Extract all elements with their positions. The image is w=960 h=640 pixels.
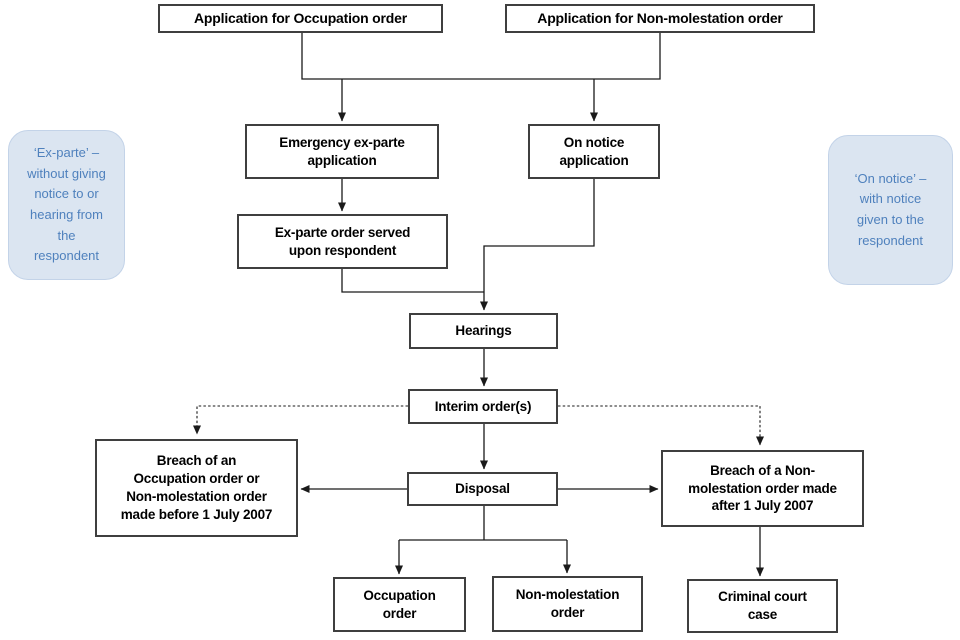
node-breach-after-july-2007: Breach of a Non- molestation order made … xyxy=(661,450,864,527)
callout-ex-parte-definition: ‘Ex-parte’ – without giving notice to or… xyxy=(8,130,125,280)
node-interim-orders: Interim order(s) xyxy=(408,389,558,424)
node-breach-before-july-2007: Breach of an Occupation order or Non-mol… xyxy=(95,439,298,537)
node-emergency-exparte-application: Emergency ex-parte application xyxy=(245,124,439,179)
node-exparte-order-served: Ex-parte order served upon respondent xyxy=(237,214,448,269)
node-criminal-court-case: Criminal court case xyxy=(687,579,838,633)
node-disposal: Disposal xyxy=(407,472,558,506)
node-nonmolestation-order: Non-molestation order xyxy=(492,576,643,632)
node-hearings: Hearings xyxy=(409,313,558,349)
node-on-notice-application: On notice application xyxy=(528,124,660,179)
callout-on-notice-definition: ‘On notice’ – with notice given to the r… xyxy=(828,135,953,285)
node-application-occupation-order: Application for Occupation order xyxy=(158,4,443,33)
node-occupation-order: Occupation order xyxy=(333,577,466,632)
node-application-nonmolestation-order: Application for Non-molestation order xyxy=(505,4,815,33)
